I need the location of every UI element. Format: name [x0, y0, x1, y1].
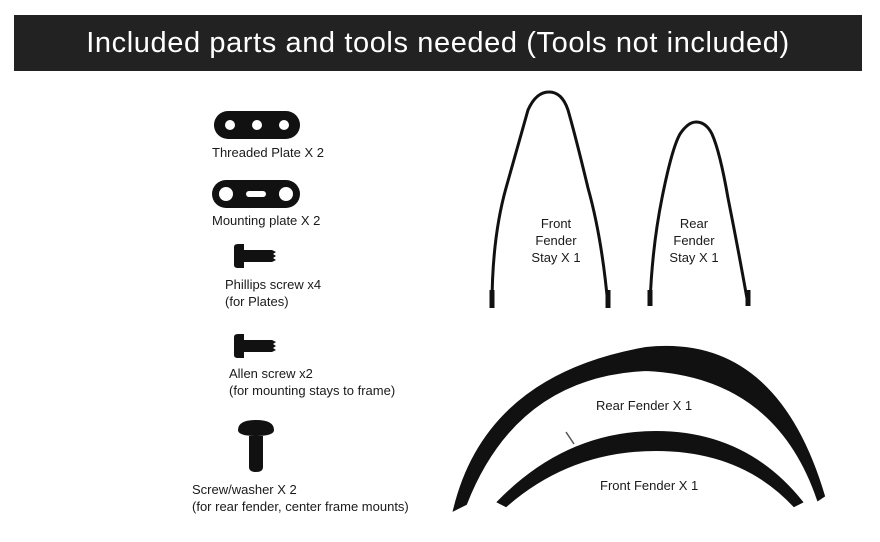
page-title: Included parts and tools needed (Tools n…: [86, 26, 790, 59]
front-stay-label: Front Fender Stay X 1: [520, 215, 592, 266]
screw-washer-icon: [234, 418, 278, 474]
rear-fender-label: Rear Fender X 1: [596, 398, 693, 413]
front-stay-line3: Stay X 1: [531, 250, 581, 265]
screw-washer-label: Screw/washer X 2: [192, 482, 297, 497]
front-fender-icon: [496, 430, 804, 508]
phillips-screw-icon: [232, 243, 280, 269]
front-stay-line2: Fender: [535, 233, 577, 248]
rear-fender-icon: [452, 345, 826, 512]
mounting-plate-icon: [210, 178, 302, 210]
allen-screw-icon: [232, 333, 280, 359]
front-fender-label: Front Fender X 1: [600, 478, 699, 493]
threaded-plate-label: Threaded Plate X 2: [212, 145, 325, 160]
rear-stay-line3: Stay X 1: [669, 250, 719, 265]
allen-screw-label: Allen screw x2: [229, 366, 313, 381]
front-fender-stay-icon: [484, 88, 624, 312]
allen-screw-note: (for mounting stays to frame): [229, 383, 396, 398]
rear-stay-line2: Fender: [673, 233, 715, 248]
threaded-plate-icon: [212, 108, 302, 142]
rear-stay-line1: Rear: [679, 216, 709, 231]
phillips-screw-note: (for Plates): [225, 294, 289, 309]
fenders-group: [446, 336, 836, 516]
front-stay-line1: Front: [540, 216, 572, 231]
rear-fender-stay-icon: [640, 118, 760, 310]
header-banner: Included parts and tools needed (Tools n…: [14, 15, 862, 71]
screw-washer-note: (for rear fender, center frame mounts): [192, 499, 409, 514]
phillips-screw-label: Phillips screw x4: [225, 277, 322, 292]
mounting-plate-label: Mounting plate X 2: [212, 213, 321, 228]
rear-stay-label: Rear Fender Stay X 1: [658, 215, 730, 266]
